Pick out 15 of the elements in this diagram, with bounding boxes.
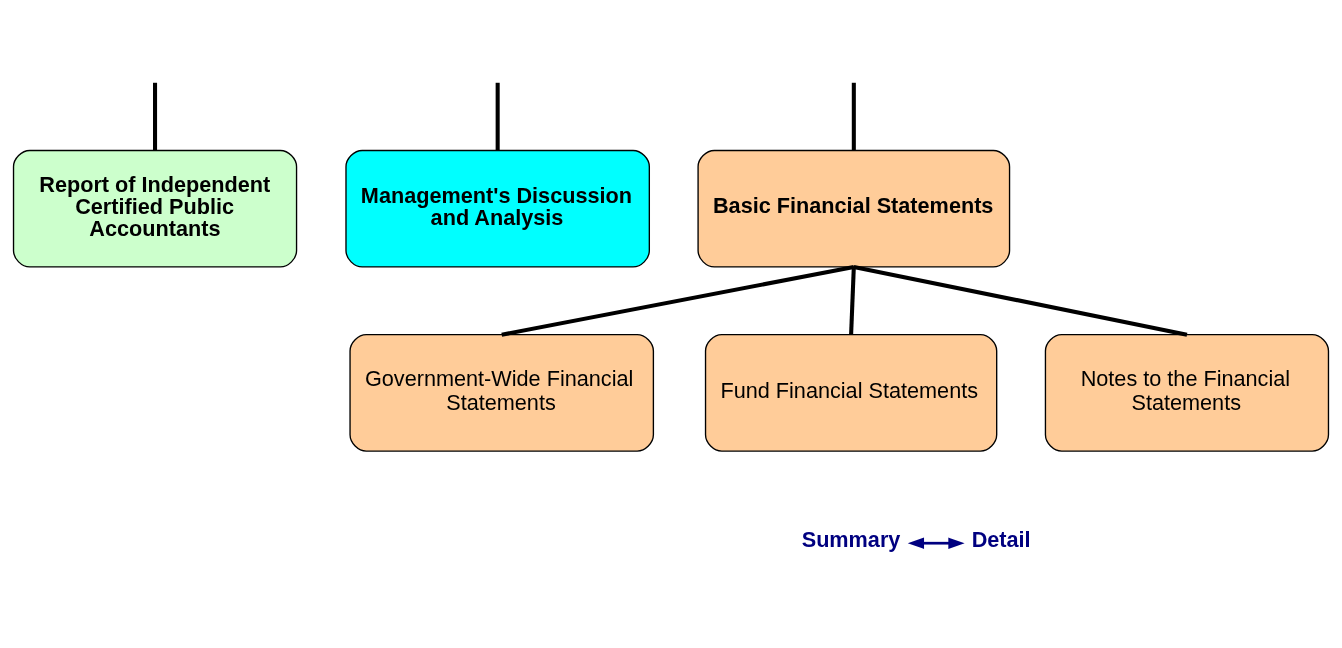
node-box: Notes to the Financial Statements [1044,333,1330,452]
arrow [907,537,965,549]
node-box: Government-Wide Financial Statements [349,333,655,452]
node-box: Basic Financial Statements [697,149,1011,268]
node-text: Summary [801,526,901,552]
node-box: Fund Financial Statements [704,333,998,452]
connector [853,264,1188,337]
connector [851,82,856,150]
connector [495,82,500,150]
node-box: Report of Independent Certified Public Accountants [12,149,298,268]
node-text: Detail [971,526,1031,552]
node-box: Management's Discussion and Analysis [345,149,650,268]
connector [153,82,158,150]
connector [849,266,856,335]
connector [501,264,855,337]
